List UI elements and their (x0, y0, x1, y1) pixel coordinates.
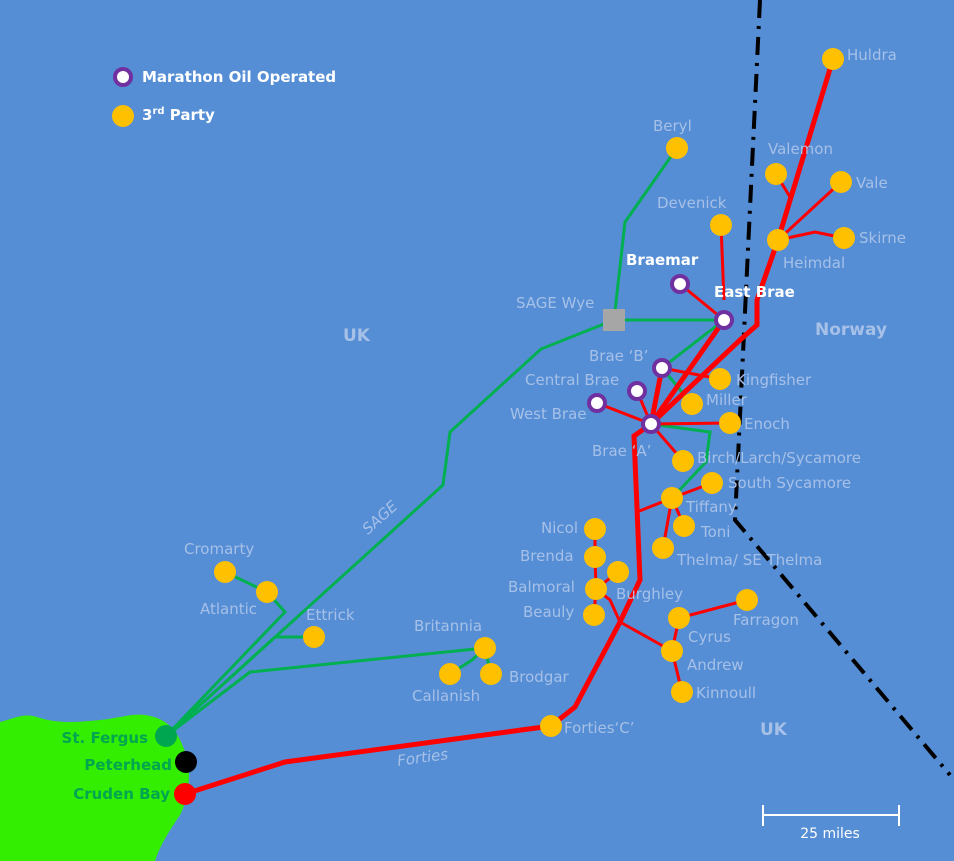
field-andrew[interactable] (661, 640, 683, 662)
field-beauly[interactable] (583, 604, 605, 626)
label-callanish: Callanish (412, 687, 480, 705)
label-enoch: Enoch (744, 415, 790, 433)
field-west-brae[interactable] (587, 393, 607, 413)
field-beryl[interactable] (666, 137, 688, 159)
label-farragon: Farragon (733, 611, 799, 629)
label-cyrus: Cyrus (688, 628, 731, 646)
label-vale: Vale (856, 174, 888, 192)
field-huldra[interactable] (822, 48, 844, 70)
label-valemon: Valemon (768, 140, 833, 158)
field-labels: Huldra Beryl Valemon Vale Devenick Skirn… (184, 46, 906, 737)
label-braemar: Braemar (626, 251, 699, 269)
legend: Marathon Oil Operated 3rd Party (112, 67, 336, 127)
field-kingfisher[interactable] (709, 368, 731, 390)
field-central-brae[interactable] (627, 381, 647, 401)
field-thelma[interactable] (652, 537, 674, 559)
label-kinnoull: Kinnoull (696, 684, 756, 702)
legend-operated-label: Marathon Oil Operated (142, 68, 336, 86)
field-brenda[interactable] (584, 546, 606, 568)
label-forties-c: Forties‘C’ (564, 719, 635, 737)
scotland-coast (0, 714, 189, 861)
third-party-fields (214, 48, 855, 737)
country-uk-north: UK (343, 326, 371, 346)
field-kinnoull[interactable] (671, 681, 693, 703)
label-beryl: Beryl (653, 117, 692, 135)
legend-third-party-icon (112, 105, 134, 127)
field-farragon[interactable] (736, 589, 758, 611)
label-britannia: Britannia (414, 617, 482, 635)
label-huldra: Huldra (847, 46, 897, 64)
label-brae-b: Brae ‘B’ (589, 347, 648, 365)
field-heimdal[interactable] (767, 229, 789, 251)
label-ettrick: Ettrick (306, 606, 355, 624)
label-skirne: Skirne (859, 229, 906, 247)
operated-fields (587, 274, 734, 434)
label-brodgar: Brodgar (509, 668, 570, 686)
label-atlantic: Atlantic (200, 600, 257, 618)
field-devenick[interactable] (710, 214, 732, 236)
field-ettrick[interactable] (303, 626, 325, 648)
label-toni: Toni (700, 523, 730, 541)
label-east-brae: East Brae (714, 283, 795, 301)
field-forties-c[interactable] (540, 715, 562, 737)
label-tiffany: Tiffany (685, 498, 737, 516)
field-brae-b[interactable] (652, 358, 672, 378)
label-thelma: Thelma/ SE Thelma (676, 551, 822, 569)
field-valemon[interactable] (765, 163, 787, 185)
label-nicol: Nicol (541, 519, 578, 537)
label-kingfisher: Kingfisher (736, 371, 812, 389)
label-miller: Miller (706, 391, 748, 409)
terminal-peterhead-marker[interactable] (175, 751, 197, 773)
label-cromarty: Cromarty (184, 540, 254, 558)
legend-third-party-label: 3rd Party (142, 106, 215, 124)
label-brae-a: Brae ‘A’ (592, 442, 651, 460)
label-birch: Birch/Larch/Sycamore (697, 449, 861, 467)
country-uk-south: UK (760, 720, 788, 740)
legend-operated-icon (113, 67, 133, 87)
label-beauly: Beauly (523, 603, 574, 621)
field-cyrus[interactable] (668, 607, 690, 629)
field-vale[interactable] (830, 171, 852, 193)
label-burghley: Burghley (616, 585, 683, 603)
label-andrew: Andrew (687, 656, 744, 674)
field-skirne[interactable] (833, 227, 855, 249)
sage-wye-marker (603, 309, 625, 331)
label-st-fergus: St. Fergus (62, 729, 149, 747)
field-nicol[interactable] (584, 518, 606, 540)
field-enoch[interactable] (719, 412, 741, 434)
field-atlantic[interactable] (256, 581, 278, 603)
field-east-brae[interactable] (714, 310, 734, 330)
field-balmoral[interactable] (585, 578, 607, 600)
field-tiffany[interactable] (661, 487, 683, 509)
field-toni[interactable] (673, 515, 695, 537)
field-brae-a[interactable] (641, 414, 661, 434)
label-brenda: Brenda (520, 547, 574, 565)
terminal-cruden-bay-marker[interactable] (174, 783, 196, 805)
field-callanish[interactable] (439, 663, 461, 685)
median-line (732, 0, 952, 777)
field-brodgar[interactable] (480, 663, 502, 685)
label-balmoral: Balmoral (508, 578, 575, 596)
label-heimdal: Heimdal (783, 254, 845, 272)
field-braemar[interactable] (670, 274, 690, 294)
scale-bar: 25 miles (762, 805, 900, 842)
field-miller[interactable] (681, 393, 703, 415)
label-devenick: Devenick (657, 194, 727, 212)
field-birch[interactable] (672, 450, 694, 472)
terminal-st-fergus-marker[interactable] (155, 725, 177, 747)
label-central-brae: Central Brae (525, 371, 619, 389)
field-cromarty[interactable] (214, 561, 236, 583)
label-west-brae: West Brae (510, 405, 587, 423)
label-sage-wye: SAGE Wye (516, 294, 594, 312)
label-cruden-bay: Cruden Bay (73, 785, 170, 803)
country-norway: Norway (815, 320, 887, 340)
field-burghley[interactable] (607, 561, 629, 583)
label-peterhead: Peterhead (84, 756, 172, 774)
label-south-sycamore: South Sycamore (728, 474, 851, 492)
field-south-sycamore[interactable] (701, 472, 723, 494)
scale-label: 25 miles (800, 826, 860, 842)
field-britannia[interactable] (474, 637, 496, 659)
